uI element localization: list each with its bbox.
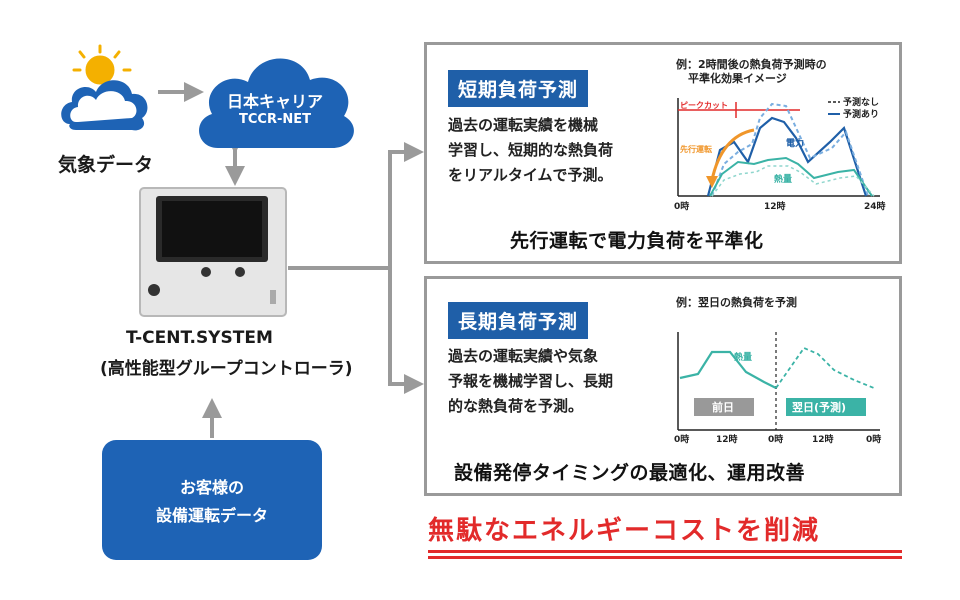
- chart-title-line: 平準化効果イメージ: [688, 72, 787, 85]
- legend-with-forecast: 予測あり: [843, 108, 879, 120]
- slogan-underline: [428, 550, 902, 553]
- short-term-desc-line: 過去の運転実績を機械: [448, 116, 599, 134]
- tick-label: 12時: [716, 433, 738, 445]
- power-line-without-forecast: [711, 102, 869, 197]
- heat-label: 熱量: [774, 173, 792, 185]
- power-line-with-forecast: [706, 116, 868, 197]
- controller-device: [139, 187, 287, 317]
- heat-prev-day-line: [679, 350, 777, 389]
- long-term-desc-line: 的な熱負荷を予測。: [448, 397, 584, 415]
- tick-label: 0時: [674, 433, 689, 445]
- customer-line2: 設備運転データ: [155, 506, 268, 525]
- weather-icon: [61, 44, 148, 131]
- tick-label: 24時: [864, 200, 886, 212]
- prev-day-label: 前日: [712, 400, 734, 414]
- short-term-chart-title: 例：2時間後の熱負荷予測時の 平準化効果イメージ: [676, 58, 827, 86]
- cloud-title: 日本キャリア: [226, 92, 323, 111]
- long-term-desc-line: 過去の運転実績や気象: [448, 347, 599, 365]
- next-day-label: 翌日(予測): [792, 400, 846, 414]
- heat-line-dashed: [711, 165, 875, 197]
- customer-line1: お客様の: [179, 478, 244, 497]
- cloud-shape: [199, 58, 354, 148]
- system-subtitle: (高性能型グループコントローラ): [100, 359, 353, 379]
- peak-cut-label: ピークカット: [680, 100, 728, 110]
- tick-label: 0時: [768, 433, 783, 445]
- advance-arrow: [710, 128, 755, 181]
- slogan-underline: [428, 556, 902, 559]
- short-term-desc-line: をリアルタイムで予測。: [448, 166, 613, 184]
- short-term-desc-line: 学習し、短期的な熱負荷: [448, 141, 614, 159]
- short-term-tag: 短期負荷予測: [448, 70, 589, 107]
- legend-no-forecast: 予測なし: [843, 96, 879, 108]
- heat-line: [709, 156, 873, 197]
- customer-data-box: お客様の 設備運転データ: [102, 440, 322, 560]
- short-term-chart: ピークカット 先行運転 電力 熱量 予測なし 予測あり 0時 12時 24時: [674, 96, 886, 212]
- heat-next-day-line: [775, 346, 875, 389]
- chart-title-line: 例：2時間後の熱負荷予測時の: [676, 58, 827, 71]
- prev-day-badge: [694, 398, 754, 416]
- cloud-subtitle: TCCR-NET: [239, 112, 311, 127]
- slogan: 無駄なエネルギーコストを削減: [428, 516, 821, 546]
- heat-label: 熱量: [734, 351, 752, 363]
- short-term-desc: 過去の運転実績を機械 学習し、短期的な熱負荷 をリアルタイムで予測。: [448, 113, 613, 188]
- tick-label: 0時: [674, 200, 689, 212]
- advance-label: 先行運転: [680, 144, 712, 154]
- long-term-chart-title: 例：翌日の熱負荷を予測: [676, 296, 797, 309]
- arrow-to-long-term: [388, 268, 424, 394]
- system-name: T-CENT.SYSTEM: [126, 328, 273, 348]
- controller-button-right: [235, 267, 245, 277]
- power-label: 電力: [786, 137, 804, 149]
- controller-lock-icon: [148, 284, 160, 296]
- long-term-chart: 熱量 前日 翌日(予測) 0時 12時 0時 12時 0時: [674, 332, 881, 445]
- tick-label: 0時: [866, 433, 881, 445]
- long-term-tag: 長期負荷予測: [448, 302, 589, 339]
- short-term-conclusion: 先行運転で電力負荷を平準化: [510, 230, 764, 252]
- tick-label: 12時: [764, 200, 786, 212]
- next-day-badge: [786, 398, 866, 416]
- tick-label: 12時: [812, 433, 834, 445]
- weather-label: 気象データ: [58, 154, 154, 176]
- arrow-to-short-term: [288, 142, 424, 270]
- long-term-desc: 過去の運転実績や気象 予報を機械学習し、長期 的な熱負荷を予測。: [448, 344, 613, 419]
- controller-button-left: [201, 267, 211, 277]
- long-term-desc-line: 予報を機械学習し、長期: [448, 372, 614, 390]
- long-term-conclusion: 設備発停タイミングの最適化、運用改善: [454, 462, 806, 484]
